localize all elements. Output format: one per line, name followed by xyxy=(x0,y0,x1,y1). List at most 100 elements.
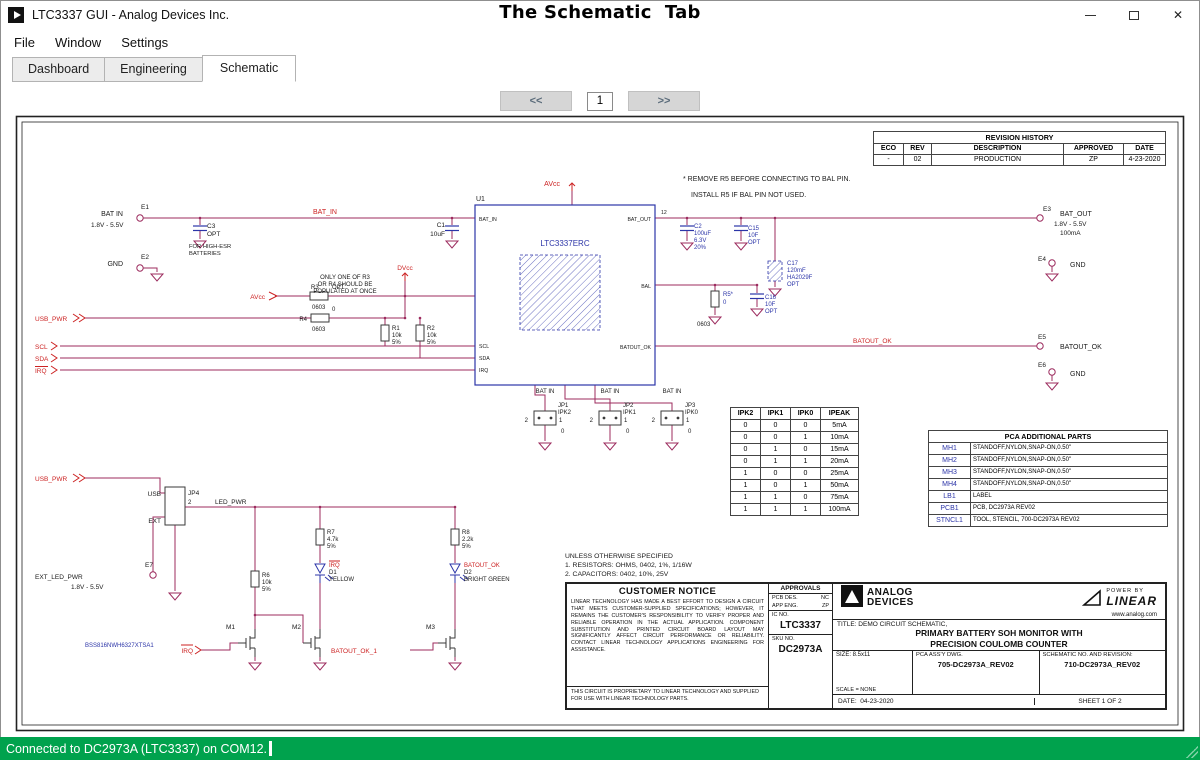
table-cell: STANDOFF,NYLON,SNAP-ON,0.50" xyxy=(970,454,1168,467)
tab-dashboard[interactable]: Dashboard xyxy=(12,57,106,82)
status-text: Connected to DC2973A (LTC3337) on COM12. xyxy=(6,741,268,756)
approvals-block: APPROVALS PCB DES.NC APP ENG.ZP IC NO. L… xyxy=(769,584,833,708)
term-label-e7: E7 xyxy=(145,562,153,569)
jp4-pin2: 2 xyxy=(188,500,192,506)
customer-notice-title: CUSTOMER NOTICE xyxy=(618,586,717,597)
val-r2: 10k xyxy=(427,333,438,339)
note-c3-line2: BATTERIES xyxy=(189,251,221,257)
ref-m2: M2 xyxy=(292,624,301,631)
net-flag-arrows xyxy=(35,291,340,655)
avcc-power-arrow xyxy=(568,182,576,192)
val-c2: 100uF xyxy=(694,231,711,237)
color-d1: YELLOW xyxy=(329,577,354,583)
date-cell: DATE: 04-23-2020 xyxy=(833,698,1035,705)
tab-strip: Dashboard Engineering Schematic xyxy=(12,55,297,82)
label-batin-jp2: BAT IN xyxy=(601,389,620,395)
jumper-symbols xyxy=(164,410,684,526)
net-sda: SDA xyxy=(35,356,49,363)
jp2-pin2: 2 xyxy=(590,418,594,424)
date-label: DATE: xyxy=(838,698,857,705)
schematic-no-number: 710-DC2973A_REV02 xyxy=(1064,660,1141,670)
menu-settings[interactable]: Settings xyxy=(121,34,169,50)
table-cell: 0 xyxy=(790,491,821,504)
app-eng-label: APP ENG. xyxy=(772,603,798,609)
ref-c2: C2 xyxy=(694,224,702,230)
jumper-pins xyxy=(537,416,680,420)
drawing-title: TITLE: DEMO CIRCUIT SCHEMATIC, PRIMARY B… xyxy=(833,620,1165,652)
jp3-pin0: 0 xyxy=(688,429,692,435)
ref-u1: U1 xyxy=(476,196,485,203)
close-button[interactable]: ✕ xyxy=(1172,8,1184,22)
website-link: www.analog.com xyxy=(833,612,1165,620)
net-dvcc: DVcc xyxy=(397,265,413,272)
size-r3: 0603 xyxy=(312,305,326,311)
ref-m1: M1 xyxy=(226,624,235,631)
ref-c15: C15 xyxy=(748,226,760,232)
val-c15: 10F xyxy=(748,233,759,239)
note-install-r5: INSTALL R5 IF BAL PIN NOT USED. xyxy=(691,192,806,199)
table-cell: 0 xyxy=(760,419,791,432)
val-r1: 10k xyxy=(392,333,403,339)
label-e3-current: 100mA xyxy=(1060,230,1081,237)
minimize-button[interactable] xyxy=(1068,0,1112,30)
title-bar: LTC3337 GUI - Analog Devices Inc. The Sc… xyxy=(0,0,1200,30)
label-gnd-e4: GND xyxy=(1070,262,1086,269)
page-number-input[interactable] xyxy=(587,91,613,111)
ref-r6: R6 xyxy=(262,573,270,579)
label-ipk1: IPK1 xyxy=(623,410,637,416)
sheet-number: SHEET 1 OF 2 xyxy=(1078,698,1122,705)
resize-grip[interactable] xyxy=(1186,746,1198,758)
table-cell: 0 xyxy=(790,419,821,432)
size-r5: 0603 xyxy=(697,322,711,328)
menu-window[interactable]: Window xyxy=(54,34,102,50)
menu-file[interactable]: File xyxy=(14,34,35,50)
net-scl: SCL xyxy=(35,344,48,351)
net-bat-in: BAT_IN xyxy=(313,209,337,216)
ref-r1: R1 xyxy=(392,326,400,332)
table-cell: - xyxy=(873,154,904,166)
size-r4: 0603 xyxy=(312,327,326,333)
ref-c17: C17 xyxy=(787,261,799,267)
sku-no-label: SKU NO. xyxy=(772,636,795,642)
table-cell: 5mA xyxy=(820,419,859,432)
table-cell: 0 xyxy=(760,467,791,480)
maximize-button[interactable] xyxy=(1112,0,1156,30)
table-cell: 0 xyxy=(760,479,791,492)
table-cell: 1 xyxy=(790,455,821,468)
tab-engineering[interactable]: Engineering xyxy=(104,57,203,82)
prev-page-button[interactable]: << xyxy=(500,91,572,111)
net-avcc-left: AVcc xyxy=(250,294,265,301)
label-batout-ok-e5: BATOUT_OK xyxy=(1060,344,1102,351)
revision-history-title-row: REVISION HISTORY xyxy=(872,131,1167,144)
table-cell: 1 xyxy=(760,491,791,504)
ref-r8: R8 xyxy=(462,530,470,536)
drawing-title-line1: PRIMARY BATTERY SOH MONITOR WITH xyxy=(915,628,1083,638)
net-led-pwr: LED_PWR xyxy=(215,499,247,506)
tab-schematic[interactable]: Schematic xyxy=(201,55,297,82)
note-remove-r5: * REMOVE R5 BEFORE CONNECTING TO BAL PIN… xyxy=(683,176,851,183)
menu-bar: File Window Settings xyxy=(0,30,1200,54)
minimize-icon xyxy=(1084,14,1096,16)
ref-d1: D1 xyxy=(329,570,337,576)
ic-ltc3337-outline xyxy=(474,204,656,386)
jp3-pin1: 1 xyxy=(686,418,690,424)
next-page-button[interactable]: >> xyxy=(628,91,700,111)
table-cell: 0 xyxy=(790,443,821,456)
label-e1-voltage: 1.8V - 5.5V xyxy=(91,222,124,229)
schematic-no-label: SCHEMATIC NO. AND REVISION: xyxy=(1042,652,1133,659)
table-cell: STANDOFF,NYLON,SNAP-ON,0.50" xyxy=(970,466,1168,479)
table-cell: APPROVED xyxy=(1063,143,1124,155)
scale-label: SCALE = NONE xyxy=(836,687,877,693)
net-batout-ok: BATOUT_OK xyxy=(853,338,892,345)
table-cell: STNCL1 xyxy=(928,514,971,527)
label-ipk0: IPK0 xyxy=(685,410,699,416)
term-label-e1: E1 xyxy=(141,204,149,211)
table-cell: PCB1 xyxy=(928,502,971,515)
label-ext: EXT xyxy=(148,518,161,525)
chip-name: LTC3337ERC xyxy=(540,239,589,248)
